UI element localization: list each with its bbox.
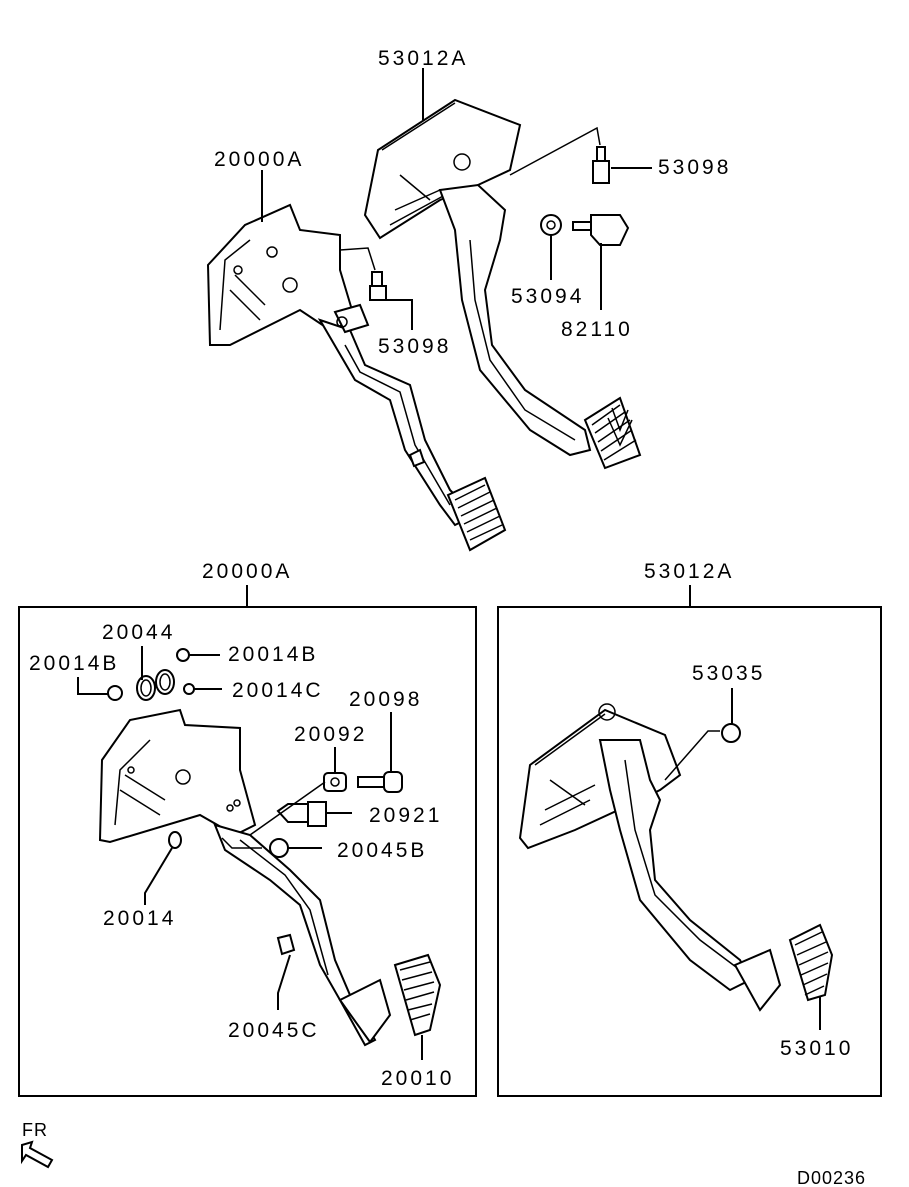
bolt-20098: [357, 771, 403, 793]
label-20014B-left: 20014B: [29, 652, 119, 675]
label-20045C: 20045C: [228, 1019, 320, 1042]
label-20010: 20010: [381, 1067, 454, 1090]
nut-20092: [323, 772, 347, 792]
label-82110: 82110: [561, 318, 633, 341]
cushion-53094: [540, 214, 562, 236]
left-detail-box: [18, 606, 477, 1097]
clutch-pedal-detail: [98, 708, 442, 1047]
spring-20044: [136, 669, 175, 701]
label-20014: 20014: [103, 907, 176, 930]
orientation-label: FR: [22, 1120, 48, 1140]
stop-lamp-switch-82110: [572, 214, 630, 246]
label-20014C: 20014C: [232, 679, 324, 702]
right-panel-title: 53012A: [644, 560, 734, 583]
brake-pedal-detail: [518, 703, 834, 1012]
left-panel-title: 20000A: [202, 560, 292, 583]
label-53012A-top: 53012A: [378, 47, 468, 70]
label-53098-right: 53098: [658, 156, 731, 179]
label-20014B-right: 20014B: [228, 643, 318, 666]
label-20098: 20098: [349, 688, 422, 711]
label-53035: 53035: [692, 662, 765, 685]
label-20092: 20092: [294, 723, 367, 746]
stopper-53035: [721, 723, 741, 743]
front-direction-arrow-icon: [21, 1140, 54, 1169]
label-20000A-top: 20000A: [214, 148, 304, 171]
diagram-code: D00236: [797, 1168, 866, 1187]
right-detail-box: [497, 606, 882, 1097]
brake-pedal-assembly: [363, 98, 642, 470]
stopper-20045B: [269, 838, 289, 858]
clutch-pedal-assembly: [206, 203, 507, 552]
label-20044: 20044: [102, 621, 175, 644]
switch-20921: [276, 801, 327, 827]
label-20045B: 20045B: [337, 839, 427, 862]
label-53098-left: 53098: [378, 335, 451, 358]
label-53010: 53010: [780, 1037, 853, 1060]
bolt-53098-right: [509, 126, 610, 184]
label-53094: 53094: [511, 285, 584, 308]
label-20921: 20921: [369, 804, 442, 827]
bolt-53098-left: [339, 247, 387, 301]
